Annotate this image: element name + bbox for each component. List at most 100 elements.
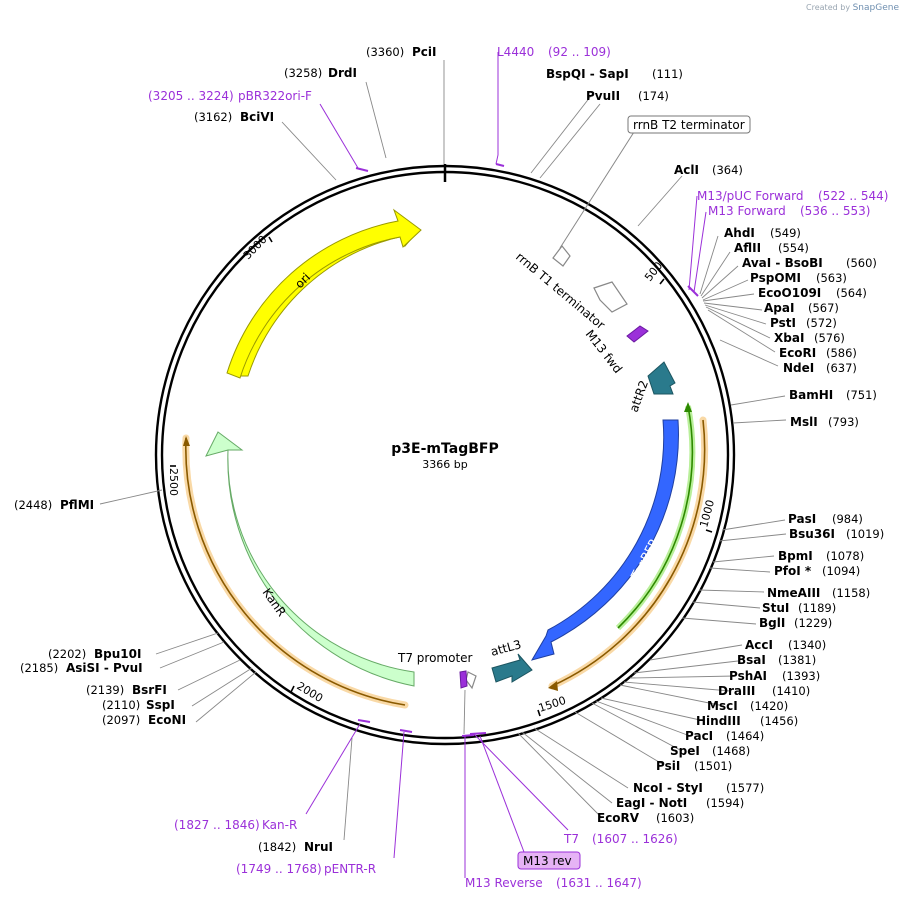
- site-pos: (1464): [726, 729, 764, 743]
- primer-kan-r[interactable]: (1827 .. 1846)Kan-R: [174, 818, 297, 832]
- primer-m13-reverse[interactable]: M13 Reverse(1631 .. 1647): [465, 876, 642, 890]
- site-stui[interactable]: StuI(1189): [762, 601, 836, 615]
- site-pos: (586): [826, 346, 857, 360]
- site-name: SpeI: [670, 744, 700, 758]
- site-spei[interactable]: SpeI (1468): [670, 744, 750, 758]
- site-name: PflMI: [60, 498, 94, 512]
- site-name: AccI: [745, 638, 773, 652]
- site-leaders: [99, 60, 787, 841]
- credit-prefix: Created by: [806, 3, 851, 12]
- site-name: EcoNI: [148, 713, 186, 727]
- site-pasi[interactable]: PasI(984): [788, 512, 863, 526]
- site-acli[interactable]: AclI (364): [674, 163, 743, 177]
- site-pos: (560): [846, 256, 877, 270]
- site-bsu36i[interactable]: Bsu36I(1019): [789, 527, 884, 541]
- feature-t7prom[interactable]: T7 promoter: [397, 651, 477, 690]
- site-avai-bsobi[interactable]: AvaI - BsoBI (560): [742, 256, 877, 270]
- site-name: BpmI: [778, 549, 813, 563]
- site-bspqi-sapi[interactable]: BspQI - SapI (111): [546, 67, 683, 81]
- site-pos: (3162): [194, 110, 232, 124]
- site-nmeaiii[interactable]: NmeAIII(1158): [767, 586, 870, 600]
- site-name: BglI: [759, 616, 785, 630]
- feature-m13rev[interactable]: M13 rev: [517, 851, 581, 870]
- site-name: HindIII: [696, 714, 741, 728]
- site-name: BsaI: [737, 653, 766, 667]
- feature-m13fwd[interactable]: M13 fwd: [583, 325, 649, 376]
- site-econi[interactable]: (2097)EcoNI: [102, 713, 186, 727]
- site-name: PciI: [412, 45, 437, 59]
- primer-l4440[interactable]: L4440(92 .. 109): [497, 45, 611, 59]
- site-name: BciVI: [240, 110, 274, 124]
- tick-2000: [290, 685, 295, 693]
- site-pos: (637): [826, 361, 857, 375]
- site-pos: (1410): [772, 684, 810, 698]
- site-sspi[interactable]: (2110)SspI: [102, 698, 175, 712]
- site-ecorv[interactable]: EcoRV(1603): [597, 811, 694, 825]
- site-msli[interactable]: MslI(793): [790, 415, 859, 429]
- site-pvuii[interactable]: PvuII (174): [586, 89, 669, 103]
- site-nrui[interactable]: (1842)NruI: [258, 840, 333, 854]
- site-pos: (1381): [778, 653, 816, 667]
- feature-label-attl3: attL3: [489, 637, 523, 659]
- site-psti[interactable]: PstI(572): [770, 316, 837, 330]
- site-psii[interactable]: PsiI(1501): [656, 759, 732, 773]
- primer-m13-forward[interactable]: M13 Forward (536 .. 553): [708, 204, 870, 218]
- snapgene-logo: SnapGene: [852, 3, 899, 13]
- site-pos: (2185): [20, 661, 58, 675]
- site-bpu10i[interactable]: (2202)Bpu10I: [48, 647, 141, 661]
- site-bamhi[interactable]: BamHI(751): [789, 388, 877, 402]
- feature-rrnbt2[interactable]: rrnB T2 terminator: [552, 115, 751, 267]
- site-name: AvaI - BsoBI: [742, 256, 823, 270]
- site-bsai[interactable]: BsaI (1381): [737, 653, 816, 667]
- site-pos: (1340): [788, 638, 826, 652]
- site-ndei[interactable]: NdeI(637): [783, 361, 857, 375]
- feature-attl3[interactable]: attL3: [489, 637, 533, 683]
- feature-rrnbt1[interactable]: rrnB T1 terminator: [513, 250, 628, 333]
- site-pos: (1094): [822, 564, 860, 578]
- site-ncoi-styi[interactable]: NcoI - StyI(1577): [633, 781, 764, 795]
- site-name: NcoI - StyI: [633, 781, 703, 795]
- site-draiii[interactable]: DraIII(1410): [718, 684, 810, 698]
- primer-range: (1827 .. 1846): [174, 818, 260, 832]
- feature-tagbfp[interactable]: TagBFP: [530, 419, 679, 661]
- site-pos: (1229): [794, 616, 832, 630]
- site-paci[interactable]: PacI(1464): [685, 729, 764, 743]
- site-pos: (111): [652, 67, 683, 81]
- site-bsrfi[interactable]: (2139)BsrFI: [86, 683, 167, 697]
- site-pspomi[interactable]: PspOMI(563): [750, 271, 847, 285]
- feature-label-t7prom: T7 promoter: [397, 651, 473, 665]
- site-name: AhdI: [724, 226, 755, 240]
- site-msci[interactable]: MscI(1420): [707, 699, 788, 713]
- primer-range: (536 .. 553): [800, 204, 870, 218]
- site-pos: (2448): [14, 498, 52, 512]
- site-ecori[interactable]: EcoRI(586): [779, 346, 857, 360]
- site-ahdi[interactable]: AhdI(549): [724, 226, 801, 240]
- site-pfoi[interactable]: PfoI *(1094): [774, 564, 860, 578]
- feature-attr2[interactable]: attR2: [627, 361, 676, 414]
- site-asisi-pvui[interactable]: (2185)AsiSI - PvuI: [20, 661, 143, 675]
- primer-pentr-r[interactable]: (1749 .. 1768)pENTR-R: [236, 862, 376, 876]
- site-bgli[interactable]: BglI (1229): [759, 616, 832, 630]
- site-bcivi[interactable]: (3162) BciVI: [194, 110, 274, 124]
- primer-m13-puc-forward[interactable]: M13/pUC Forward(522 .. 544): [697, 189, 888, 203]
- site-pcii[interactable]: (3360) PciI: [366, 45, 437, 59]
- site-name: BspQI - SapI: [546, 67, 629, 81]
- site-pflmi[interactable]: (2448) PflMI: [14, 498, 94, 512]
- site-ecoo109i[interactable]: EcoO109I(564): [758, 286, 867, 300]
- site-eagi-noti[interactable]: EagI - NotI(1594): [616, 796, 744, 810]
- site-aflii[interactable]: AflII(554): [734, 241, 809, 255]
- primer-name: T7: [563, 832, 579, 846]
- site-acci[interactable]: AccI (1340): [745, 638, 826, 652]
- site-hindiii[interactable]: HindIII(1456): [696, 714, 798, 728]
- primer-pbr322ori-f[interactable]: (3205 .. 3224)pBR322ori-F: [148, 89, 312, 103]
- primer-t7[interactable]: T7(1607 .. 1626): [563, 832, 678, 846]
- primer-name: M13 Forward: [708, 204, 786, 218]
- site-pshai[interactable]: PshAI(1393): [729, 669, 820, 683]
- site-bpmi[interactable]: BpmI(1078): [778, 549, 864, 563]
- site-drdi[interactable]: (3258) DrdI: [284, 66, 357, 80]
- site-xbai[interactable]: XbaI(576): [774, 331, 845, 345]
- site-pos: (3258): [284, 66, 322, 80]
- site-apai[interactable]: ApaI(567): [764, 301, 839, 315]
- site-pos: (563): [816, 271, 847, 285]
- site-pos: (1468): [712, 744, 750, 758]
